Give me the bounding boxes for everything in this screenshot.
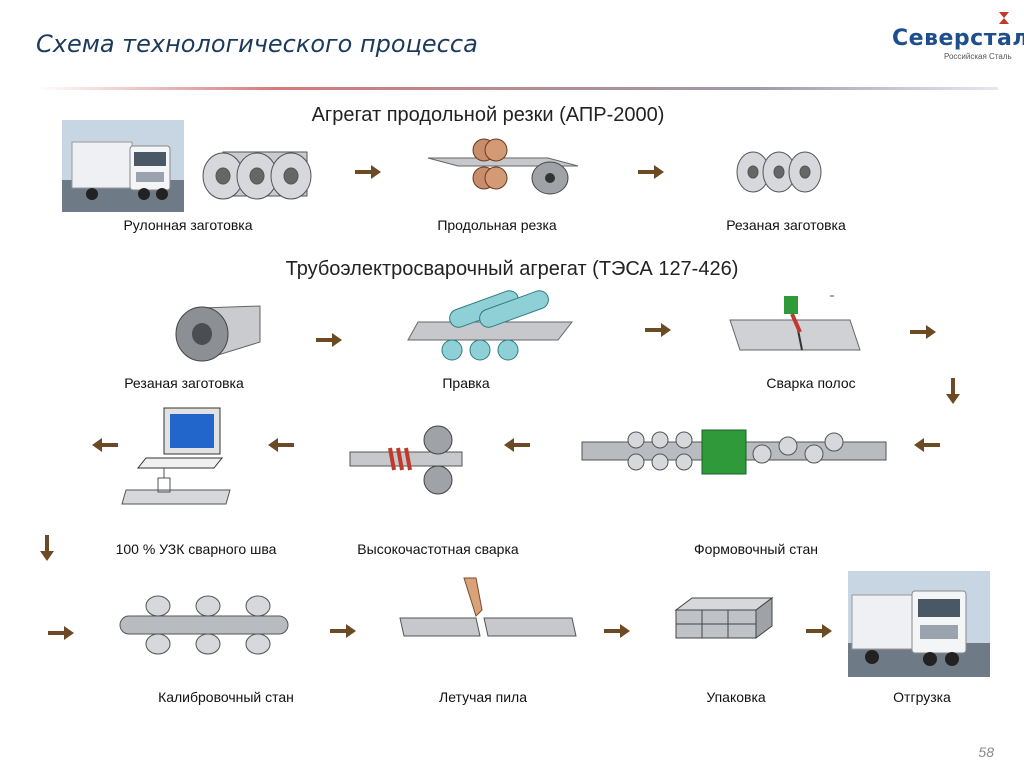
packing-image	[674, 597, 774, 639]
flow-arrow-icon	[645, 323, 671, 337]
straightening-rollers-image	[407, 290, 574, 361]
truck-image	[62, 120, 184, 212]
flow-arrow-icon	[638, 165, 664, 179]
flying-saw-image	[399, 577, 577, 637]
step-label: Рулонная заготовка	[123, 217, 253, 233]
slide-title: Схема технологического процесса	[36, 30, 478, 58]
step-label: Летучая пила	[439, 689, 527, 705]
step-label: Формовочный стан	[694, 541, 818, 557]
flow-arrow-icon	[316, 333, 342, 347]
section-title-tesa: Трубоэлектросварочный агрегат (ТЭСА 127-…	[285, 258, 739, 280]
step-label: Отгрузка	[893, 689, 951, 705]
flow-arrow-left-icon	[92, 438, 118, 452]
cut-blank-coil-image	[175, 305, 261, 362]
company-logo-subtitle: Российская Сталь	[944, 52, 1012, 61]
page-number: 58	[978, 744, 994, 760]
flow-arrow-icon	[330, 624, 356, 638]
step-label: Калибровочный стан	[158, 689, 294, 705]
flow-arrow-down-icon	[946, 378, 960, 404]
cut-blank-image	[736, 151, 822, 193]
strip-welding-image	[729, 295, 861, 351]
forming-mill-image	[581, 429, 887, 475]
sizing-mill-image	[119, 595, 289, 655]
flow-arrow-icon	[48, 626, 74, 640]
flow-arrow-left-icon	[268, 438, 294, 452]
hf-welding-image	[349, 425, 463, 495]
step-label: Резаная заготовка	[124, 375, 244, 391]
section-title-apr: Агрегат продольной резки (АПР-2000)	[311, 104, 665, 126]
flow-arrow-icon	[910, 325, 936, 339]
step-label: Упаковка	[706, 689, 766, 705]
shipment-truck-image	[848, 571, 990, 677]
flow-arrow-down-icon	[40, 535, 54, 561]
coil-blank-image	[202, 151, 312, 200]
step-label: Высокочастотная сварка	[357, 541, 519, 557]
flow-arrow-icon	[806, 624, 832, 638]
flow-arrow-icon	[355, 165, 381, 179]
company-logo: Северсталь	[892, 26, 1024, 51]
header-divider	[36, 87, 998, 90]
step-label: Сварка полос	[766, 375, 856, 391]
step-label: Продольная резка	[437, 217, 557, 233]
flow-arrow-left-icon	[914, 438, 940, 452]
logo-mark-icon	[999, 12, 1009, 24]
slitting-machine-image	[427, 138, 579, 195]
step-label: Резаная заготовка	[726, 217, 846, 233]
step-label: 100 % УЗК сварного шва	[115, 541, 277, 557]
step-label: Правка	[442, 375, 490, 391]
flow-arrow-left-icon	[504, 438, 530, 452]
flow-arrow-icon	[604, 624, 630, 638]
ultrasonic-inspection-image	[121, 407, 231, 505]
